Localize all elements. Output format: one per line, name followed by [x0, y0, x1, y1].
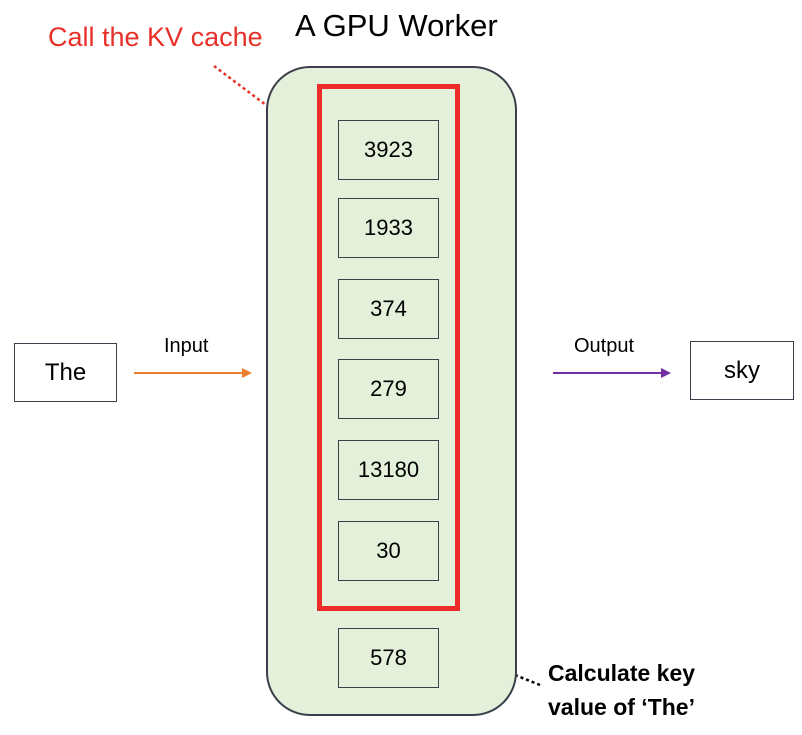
output-label: Output — [574, 335, 635, 357]
kv-cache-cell: 374 — [338, 279, 439, 339]
kv-cache-cell: 1933 — [338, 198, 439, 258]
calculate-label-line2: value of ‘The’ — [548, 694, 695, 720]
kv-cache-box — [317, 84, 460, 611]
kv-cache-cell: 13180 — [338, 440, 439, 500]
kv-cache-cell: 279 — [338, 359, 439, 419]
input-token-box: The — [14, 343, 117, 402]
kv-cache-cell: 3923 — [338, 120, 439, 180]
diagram-title: A GPU Worker — [295, 8, 498, 43]
kv-cache-cell: 30 — [338, 521, 439, 581]
calculate-key-value-label: Calculate key value of ‘The’ — [548, 656, 695, 724]
input-label: Input — [164, 335, 209, 357]
new-key-value-cell: 578 — [338, 628, 439, 688]
calculate-label-line1: Calculate key — [548, 660, 696, 686]
kv-cache-label: Call the KV cache — [48, 22, 263, 52]
output-token-box: sky — [690, 341, 794, 400]
